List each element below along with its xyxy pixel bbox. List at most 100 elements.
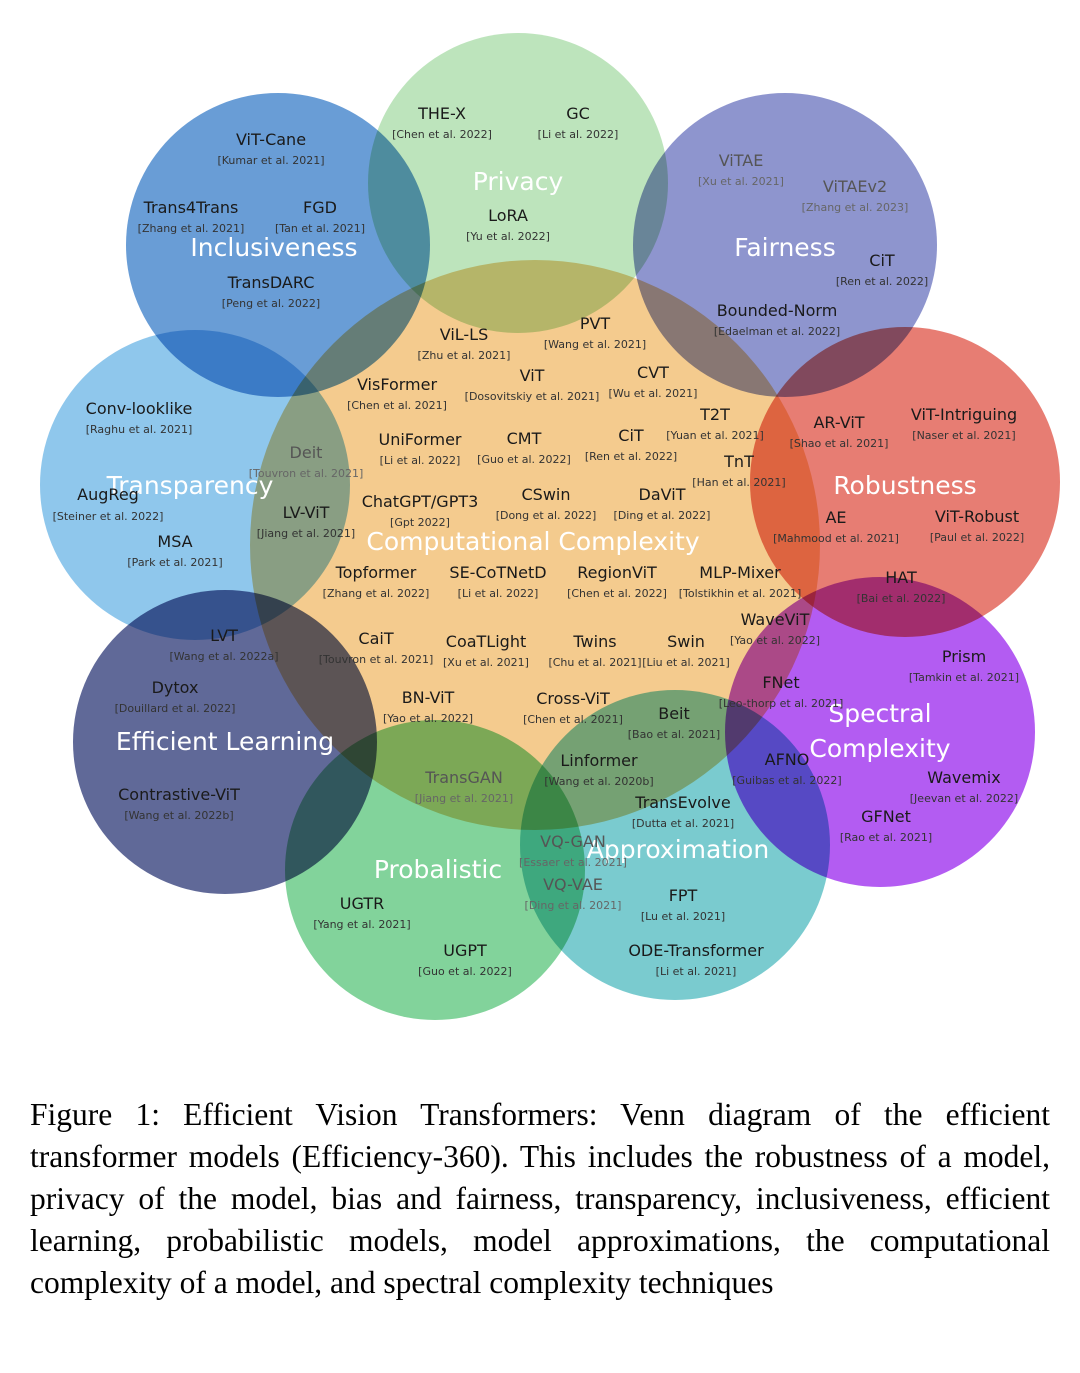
model-entry-pvt: PVT[Wang et al. 2021] xyxy=(544,314,646,351)
model-name: ViTAEv2 xyxy=(823,177,887,196)
model-citation: [Chu et al. 2021] xyxy=(548,656,641,669)
model-citation: [Jeevan et al. 2022] xyxy=(910,792,1018,805)
model-name: Dytox xyxy=(152,678,199,697)
model-citation: [Chen et al. 2022] xyxy=(392,128,492,141)
model-entry-swin: Swin[Liu et al. 2021] xyxy=(642,632,730,669)
model-entry-dytox: Dytox[Douillard et al. 2022] xyxy=(115,678,236,715)
model-entry-linformer: Linformer [Wang et al. 2020b] xyxy=(544,751,653,788)
model-name: FPT xyxy=(669,886,698,905)
model-citation: [Jiang et al. 2021] xyxy=(415,792,513,805)
model-name: VQ-VAE xyxy=(543,875,603,894)
model-entry-msa: MSA[Park et al. 2021] xyxy=(127,532,222,569)
model-citation: [Guo et al. 2022] xyxy=(477,453,571,466)
model-name: CVT xyxy=(637,363,669,382)
model-citation: [Zhang et al. 2021] xyxy=(138,222,245,235)
model-entry-lv-vit: LV-ViT[Jiang et al. 2021] xyxy=(257,503,355,540)
model-name: VisFormer xyxy=(357,375,438,394)
model-name: Prism xyxy=(942,647,986,666)
model-name: Topformer xyxy=(335,563,417,582)
model-name: CaiT xyxy=(358,629,393,648)
model-name: CoaTLight xyxy=(446,632,526,651)
model-entry-fnet: FNet[Leo-thorp et al. 2021] xyxy=(719,673,844,710)
model-name: Linformer xyxy=(560,751,638,770)
model-name: CiT xyxy=(618,426,644,445)
model-name: AE xyxy=(825,508,846,527)
model-name: Swin xyxy=(667,632,705,651)
category-label-efficient-learning: Efficient Learning xyxy=(116,727,334,756)
model-citation: [Paul et al. 2022] xyxy=(930,531,1024,544)
model-entry-vit: ViT[Dosovitskiy et al. 2021] xyxy=(465,366,600,403)
model-name: HAT xyxy=(885,568,917,587)
inclusiveness-circle xyxy=(126,93,430,397)
model-citation: [Dutta et al. 2021] xyxy=(632,817,734,830)
model-name: TransGAN xyxy=(424,768,503,787)
model-entry-tnt: TnT[Han et al. 2021] xyxy=(692,452,785,489)
model-name: ViT-Robust xyxy=(935,507,1019,526)
model-name: THE-X xyxy=(417,104,466,123)
model-citation: [Zhang et al. 2022] xyxy=(323,587,430,600)
model-name: ViL-LS xyxy=(440,325,489,344)
transparency-circle xyxy=(40,330,350,640)
model-name: UGPT xyxy=(443,941,487,960)
model-name: TnT xyxy=(723,452,754,471)
model-entry-ode-transformer: ODE-Transformer[Li et al. 2021] xyxy=(628,941,764,978)
model-citation: [Ding et al. 2021] xyxy=(525,899,622,912)
model-entry-hat: HAT[Bai et al. 2022] xyxy=(857,568,946,605)
model-entry-contrastive-vit: Contrastive-ViT[Wang et al. 2022b] xyxy=(118,785,240,822)
model-entry-vitae: ViTAE[Xu et al. 2021] xyxy=(698,151,784,188)
model-entry-ar-vit: AR-ViT[Shao et al. 2021] xyxy=(790,413,889,450)
model-entry-vitaev2: ViTAEv2[Zhang et al. 2023] xyxy=(802,177,909,214)
model-entry-cswin: CSwin[Dong et al. 2022] xyxy=(496,485,597,522)
model-entry-bounded-norm: Bounded-Norm[Edaelman et al. 2022] xyxy=(714,301,840,338)
model-entry-wavemix: Wavemix [Jeevan et al. 2022] xyxy=(910,768,1018,805)
model-name: Twins xyxy=(572,632,616,651)
category-labels: PrivacyFairnessInclusivenessTransparency… xyxy=(106,167,977,884)
model-name: Contrastive-ViT xyxy=(118,785,240,804)
model-name: TransEvolve xyxy=(634,793,730,812)
model-citation: [Chen et al. 2021] xyxy=(347,399,447,412)
model-citation: [Ren et al. 2022] xyxy=(836,275,928,288)
model-entry-cvt: CVT[Wu et al. 2021] xyxy=(609,363,698,400)
model-name: Deit xyxy=(290,443,323,462)
model-name: LoRA xyxy=(488,206,528,225)
model-entry-afno: AFNO[Guibas et al. 2022] xyxy=(732,750,841,787)
model-name: SE-CoTNetD xyxy=(449,563,546,582)
model-name: GFNet xyxy=(861,807,911,826)
model-citation: [Edaelman et al. 2022] xyxy=(714,325,840,338)
category-label-inclusiveness: Inclusiveness xyxy=(190,233,357,262)
model-entry-ugpt: UGPT[Guo et al. 2022] xyxy=(418,941,512,978)
model-entry-topformer: Topformer [Zhang et al. 2022] xyxy=(323,563,430,600)
category-label-computational-complexity: Computational Complexity xyxy=(366,527,699,556)
model-citation: [Wang et al. 2021] xyxy=(544,338,646,351)
model-entry-visformer: VisFormer [Chen et al. 2021] xyxy=(347,375,447,412)
model-citation: [Gpt 2022] xyxy=(390,516,450,529)
model-entry-transgan: TransGAN [Jiang et al. 2021] xyxy=(415,768,513,805)
model-entry-vq-gan: VQ-GAN[Essaer et al. 2021] xyxy=(519,832,627,869)
category-label-spectral-line1: Spectral xyxy=(828,699,931,728)
model-entry-transevolve: TransEvolve [Dutta et al. 2021] xyxy=(632,793,734,830)
model-name: ViT-Cane xyxy=(236,130,306,149)
model-citation: [Jiang et al. 2021] xyxy=(257,527,355,540)
model-name: Conv-looklike xyxy=(86,399,193,418)
model-entry-lvt: LVT[Wang et al. 2022a] xyxy=(169,626,278,663)
model-citation: [Park et al. 2021] xyxy=(127,556,222,569)
model-name: AugReg xyxy=(77,485,139,504)
model-name: FGD xyxy=(303,198,337,217)
model-citation: [Chen et al. 2021] xyxy=(523,713,623,726)
model-name: Wavemix xyxy=(927,768,1000,787)
category-label-probabilistic: Probalistic xyxy=(374,855,502,884)
model-entry-cross-vit: Cross-ViT[Chen et al. 2021] xyxy=(523,689,623,726)
model-citation: [Yuan et al. 2021] xyxy=(666,429,764,442)
model-name: VQ-GAN xyxy=(540,832,606,851)
model-name: Trans4Trans xyxy=(143,198,239,217)
model-citation: [Peng et al. 2022] xyxy=(222,297,320,310)
model-name: UGTR xyxy=(340,894,384,913)
model-citation: [Ding et al. 2022] xyxy=(614,509,711,522)
model-entry-cait: CaiT[Touvron et al. 2021] xyxy=(319,629,434,666)
model-entry-coatlight: CoaTLight[Xu et al. 2021] xyxy=(443,632,529,669)
model-name: ViTAE xyxy=(719,151,764,170)
model-citation: [Mahmood et al. 2021] xyxy=(773,532,899,545)
model-citation: [Wang et al. 2020b] xyxy=(544,775,653,788)
model-entry-the-x: THE-X [Chen et al. 2022] xyxy=(392,104,492,141)
model-entry-t2t: T2T[Yuan et al. 2021] xyxy=(666,405,764,442)
